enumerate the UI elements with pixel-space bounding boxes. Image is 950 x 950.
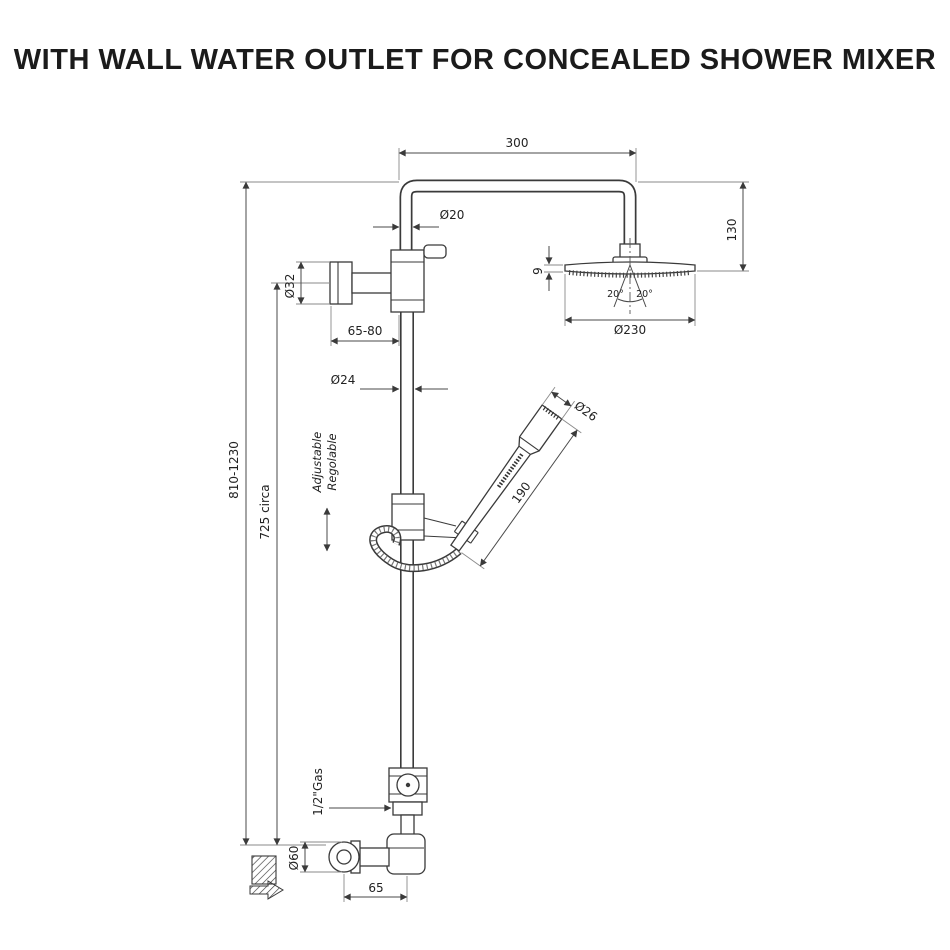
label-adjustable-it: Regolable: [325, 433, 339, 490]
direction-arrow-icon: [249, 880, 284, 900]
head-tilt-indicator: [613, 238, 647, 314]
dim-bracket-reach: 65-80: [348, 324, 383, 338]
dim-tilt-right: 20°: [636, 289, 653, 300]
dim-arm-length: 300: [506, 136, 529, 150]
dim-rail-dia: Ø24: [331, 373, 356, 387]
bracket-knob: [423, 244, 447, 259]
dim-handshower-length: 190: [509, 479, 534, 506]
dim-outlet-dia: Ø60: [287, 846, 301, 871]
label-adjustable-en: Adjustable: [310, 432, 324, 494]
dim-bracket-dia: Ø32: [283, 274, 297, 299]
shower-arm-pipe: [399, 179, 637, 260]
diagram-title: WITH WALL WATER OUTLET FOR CONCEALED SHO…: [13, 44, 937, 76]
dim-overall-height: 810-1230: [227, 441, 241, 499]
spray-nozzles-hatch: [568, 270, 692, 278]
dim-outlet-offset: 65: [368, 881, 383, 895]
diverter-valve: [388, 767, 428, 837]
wall-hatch-symbol: [249, 855, 284, 900]
dim-head-thickness: 9: [531, 267, 545, 275]
slider-bracket: [391, 493, 479, 544]
dimension-lines: [242, 149, 747, 901]
dim-rail-height: 725 circa: [258, 484, 272, 539]
overhead-shower-head: [564, 261, 696, 278]
dim-arm-pipe-dia: Ø20: [440, 208, 465, 222]
dim-tilt-left: 20°: [607, 289, 624, 300]
wall-bracket: [329, 244, 447, 313]
label-thread: 1/2"Gas: [311, 768, 325, 816]
dim-head-drop: 130: [725, 219, 739, 242]
dim-head-dia: Ø230: [614, 323, 646, 337]
dim-handshower-dia: Ø26: [572, 398, 600, 424]
shower-hose: [369, 525, 462, 573]
wall-outlet-elbow: [328, 833, 426, 875]
